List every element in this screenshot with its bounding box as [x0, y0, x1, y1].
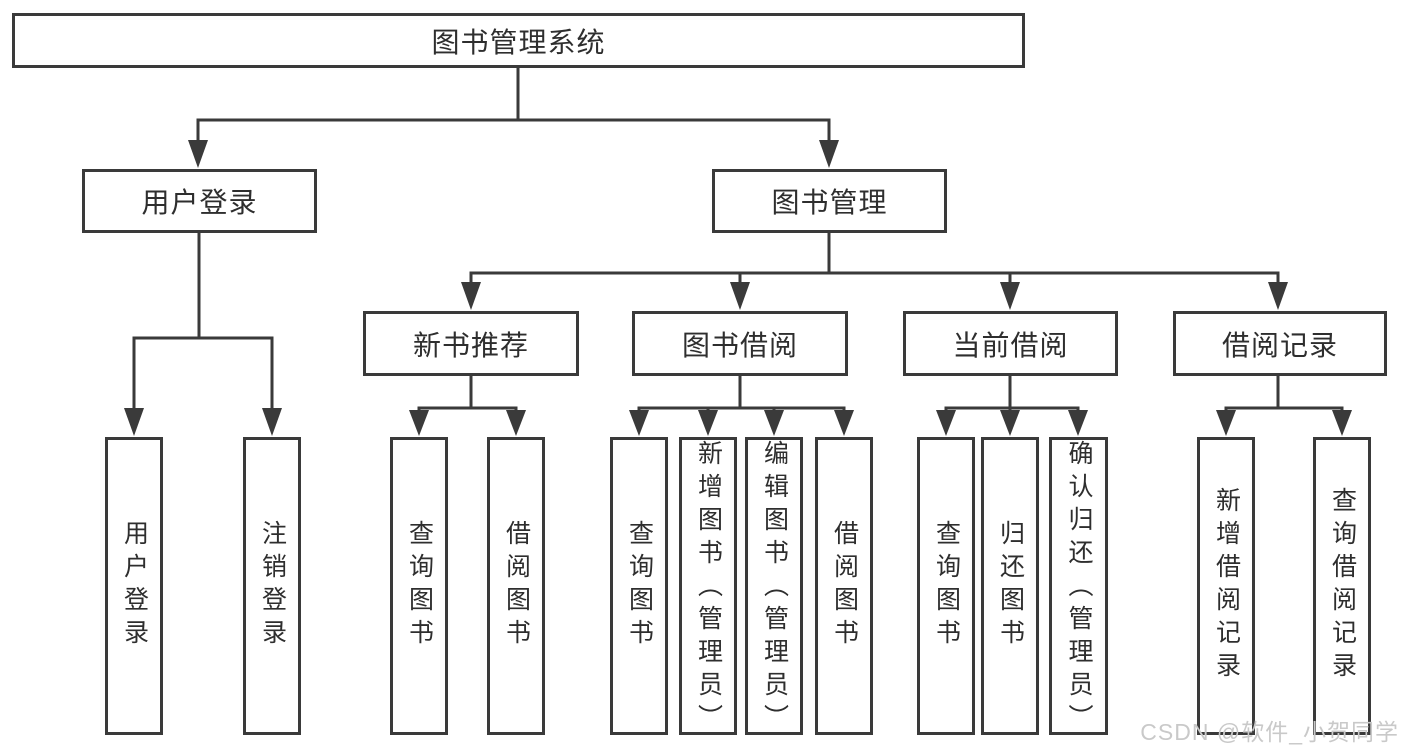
node-book-management: 图书管理 — [712, 169, 947, 233]
leaf-query-borrow-record: 查询借阅记录 — [1313, 437, 1371, 735]
leaf-query-book-recommend: 查询图书 — [390, 437, 448, 735]
leaf-add-borrow-record: 新增借阅记录 — [1197, 437, 1255, 735]
leaf-user-login: 用户登录 — [105, 437, 163, 735]
leaf-add-book-admin: 新增图书（管理员） — [679, 437, 737, 737]
node-book-borrow: 图书借阅 — [632, 311, 848, 376]
node-new-book-recommend: 新书推荐 — [363, 311, 579, 376]
leaf-query-book-borrow: 查询图书 — [610, 437, 668, 735]
leaf-logout: 注销登录 — [243, 437, 301, 735]
leaf-confirm-return-admin: 确认归还（管理员） — [1049, 437, 1108, 737]
leaf-borrow-book-recommend: 借阅图书 — [487, 437, 545, 735]
leaf-borrow-book: 借阅图书 — [815, 437, 873, 735]
node-current-borrow: 当前借阅 — [903, 311, 1118, 376]
leaf-return-book: 归还图书 — [981, 437, 1039, 735]
leaf-edit-book-admin: 编辑图书（管理员） — [745, 437, 803, 737]
leaf-query-book-current: 查询图书 — [917, 437, 975, 735]
node-borrow-record: 借阅记录 — [1173, 311, 1387, 376]
node-user-login: 用户登录 — [82, 169, 317, 233]
node-root-system: 图书管理系统 — [12, 13, 1025, 68]
watermark-text: CSDN @软件_小贺同学 — [1140, 719, 1399, 745]
